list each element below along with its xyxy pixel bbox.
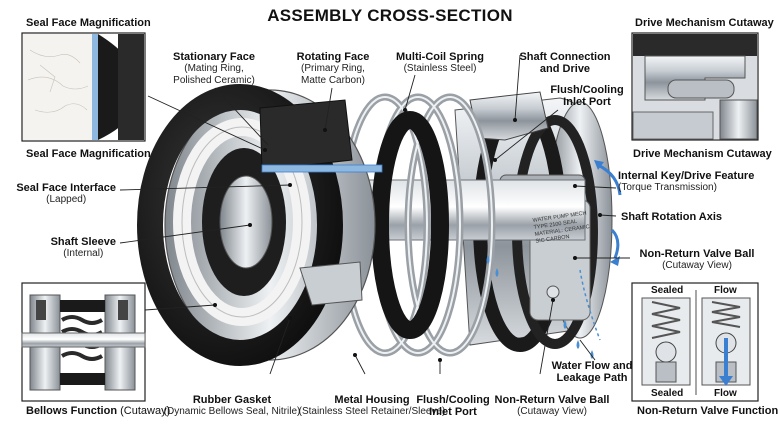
axis-title: Shaft Rotation Axis <box>621 211 723 223</box>
seal-face-inset-caption-bottom: Seal Face Magnification <box>26 148 151 160</box>
valve-ball-right-sub1: (Cutaway View) <box>662 260 732 272</box>
cut-section-top <box>259 99 353 171</box>
valve-flow-bottom: Flow <box>714 388 737 399</box>
flush-top-title1: Flush/Cooling <box>550 84 624 96</box>
valve-ball-bottom-sub1: (Cutaway View) <box>517 406 587 418</box>
bellows-inset-caption: Bellows Function (Cutaway) <box>26 405 170 417</box>
inner-shaft-face <box>219 175 273 269</box>
bellows-caption-sub: (Cutaway) <box>120 405 171 417</box>
valve-sealed-bottom: Sealed <box>651 388 684 399</box>
label-rotating-face: Rotating Face (Primary Ring, Matte Carbo… <box>297 51 370 86</box>
key-title: Internal Key/Drive Feature <box>618 170 755 182</box>
label-spring: Multi-Coil Spring (Stainless Steel) <box>396 51 484 75</box>
water-title1: Water Flow and <box>551 360 633 372</box>
sleeve-title: Shaft Sleeve <box>50 236 116 248</box>
spring-sub1: (Stainless Steel) <box>403 63 477 75</box>
label-valve-ball-right: Non-Return Valve Ball (Cutaway View) <box>640 248 755 272</box>
stationary-face-title: Stationary Face <box>173 51 255 63</box>
interface-sub1: (Lapped) <box>46 194 87 206</box>
bellows-rubber <box>371 111 449 339</box>
shaft-connection-title2: and Drive <box>539 63 591 76</box>
valve-sealed-top: Sealed <box>651 285 684 296</box>
flush-bottom-title1: Flush/Cooling <box>416 394 490 406</box>
label-flush-top: Flush/Cooling Inlet Port <box>550 84 623 109</box>
inset-drive <box>631 32 759 141</box>
water-title2: Leakage Path <box>556 372 628 385</box>
drive-inset-caption-top: Drive Mechanism Cutaway <box>635 17 774 29</box>
leader-lines <box>119 54 630 375</box>
gasket-title: Rubber Gasket <box>192 394 272 406</box>
rotation-arrow-top <box>597 163 622 196</box>
leader-dots <box>213 108 602 362</box>
label-rotation-axis: Shaft Rotation Axis <box>621 211 722 223</box>
key-sub1: (Torque Transmission) <box>618 182 717 194</box>
rotation-arrow-top-head <box>594 160 604 170</box>
main-assembly <box>137 84 622 366</box>
valve-inset-caption: Non-Return Valve Function <box>637 405 779 417</box>
housing-sub1: (Stainless Steel Retainer/Sleeve) <box>298 406 446 418</box>
diagram-title: ASSEMBLY CROSS-SECTION <box>267 6 513 25</box>
valve-ball-right-title: Non-Return Valve Ball <box>639 248 755 260</box>
housing-title: Metal Housing <box>334 394 410 406</box>
valve-flow-top: Flow <box>714 285 737 296</box>
valve-ball-bottom-title: Non-Return Valve Ball <box>494 394 610 406</box>
label-stationary-face: Stationary Face (Mating Ring, Polished C… <box>173 51 255 86</box>
rotating-face-title: Rotating Face <box>296 51 370 63</box>
flush-top-title2: Inlet Port <box>563 96 611 109</box>
label-housing: Metal Housing (Stainless Steel Retainer/… <box>299 394 446 418</box>
inset-seal-face <box>21 32 146 142</box>
gasket-sub1: (Dynamic Bellows Seal, Nitrile) <box>163 406 301 418</box>
rotating-face-sub1: (Primary Ring, <box>301 63 365 75</box>
rotation-arrow-bottom <box>610 228 620 259</box>
rotation-arrow-bottom-head <box>610 256 620 266</box>
bellows-caption-text: Bellows Function <box>26 405 118 417</box>
label-water-flow: Water Flow and Leakage Path <box>552 360 633 385</box>
ceramic-ring-edge <box>181 126 303 318</box>
label-gasket: Rubber Gasket (Dynamic Bellows Seal, Nit… <box>164 394 301 418</box>
inset-valve <box>631 282 759 402</box>
inset-bellows <box>21 282 146 402</box>
stationary-face-sub2: Polished Ceramic) <box>173 74 255 86</box>
label-flush-bottom: Flush/Cooling Inlet Port <box>416 394 489 419</box>
label-drive-key: Internal Key/Drive Feature (Torque Trans… <box>618 170 754 194</box>
label-sleeve: Shaft Sleeve (Internal) <box>51 236 116 260</box>
rotating-face-sub2: Matte Carbon) <box>301 74 365 86</box>
seal-face-interface-line <box>261 164 383 173</box>
sleeve-sub1: (Internal) <box>63 248 104 260</box>
label-valve-ball-bottom: Non-Return Valve Ball (Cutaway View) <box>495 394 610 418</box>
shaft-connection-title1: Shaft Connection <box>519 51 611 63</box>
drive-inset-caption-bottom: Drive Mechanism Cutaway <box>633 148 772 160</box>
front-gasket <box>137 84 343 366</box>
valve-ball-main <box>546 285 560 299</box>
seal-face-inset-caption-top: Seal Face Magnification <box>26 17 151 29</box>
stationary-face-sub1: (Mating Ring, <box>184 63 244 75</box>
cut-section-bottom <box>299 261 363 306</box>
spring-title: Multi-Coil Spring <box>396 51 484 63</box>
label-shaft-connection: Shaft Connection and Drive <box>519 51 610 76</box>
flush-bottom-title2: Inlet Port <box>429 406 477 419</box>
interface-title: Seal Face Interface <box>16 182 116 194</box>
label-interface: Seal Face Interface (Lapped) <box>16 182 116 206</box>
